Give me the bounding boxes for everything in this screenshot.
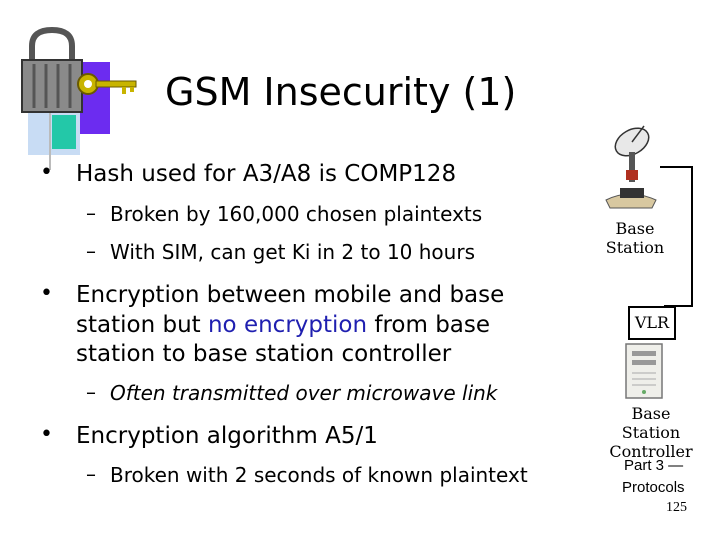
bullet-2-line-1: Encryption between mobile and base (76, 282, 505, 308)
bullet-2-text-pre: station but (76, 312, 208, 338)
highlight-no-encryption: no encryption (207, 312, 368, 338)
footer-part: Part 3 — (624, 457, 684, 474)
bullet-1-sub-2: With SIM, can get Ki in 2 to 10 hours (110, 240, 475, 264)
deco-vertical-line (49, 60, 51, 170)
bullet-dot: • (40, 422, 53, 447)
bullet-2-line-2: station but no encryption from base (76, 312, 490, 338)
bullet-dot: • (40, 160, 53, 185)
bsc-label: Base Station Controller (606, 404, 696, 461)
page-number: 125 (666, 500, 687, 515)
bsc-label-line-1: Base (631, 404, 671, 423)
bsc-label-line-2: Station (621, 423, 681, 442)
bsc-label-line-3: Controller (609, 442, 693, 461)
deco-square-teal (52, 115, 76, 149)
connector-lines (660, 166, 693, 307)
bullet-2-line-3: station to base station controller (76, 341, 452, 367)
slide-title: GSM Insecurity (1) (165, 70, 517, 114)
bullet-2-text-post: from base (367, 312, 491, 338)
sub-bullet-dash: – (86, 201, 96, 225)
satellite-dish-icon (605, 125, 657, 209)
bullet-dot: • (40, 281, 53, 306)
sub-bullet-dash: – (86, 462, 96, 486)
bullet-3-sub-1: Broken with 2 seconds of known plaintext (110, 463, 528, 487)
computer-tower-icon (625, 343, 663, 399)
bullet-1-text: Hash used for A3/A8 is COMP128 (76, 161, 457, 187)
base-station-label: Base Station (600, 219, 670, 257)
base-station-label-line-2: Station (605, 238, 665, 257)
base-station-label-line-1: Base (615, 219, 655, 238)
sub-bullet-dash: – (86, 380, 96, 404)
bullet-3-text: Encryption algorithm A5/1 (76, 423, 378, 449)
sub-bullet-dash: – (86, 239, 96, 263)
footer-protocols: Protocols (622, 479, 685, 496)
bullet-2-sub-1: Often transmitted over microwave link (110, 381, 498, 405)
bullet-1-sub-1: Broken by 160,000 chosen plaintexts (110, 202, 483, 226)
vlr-box: VLR (628, 306, 676, 340)
key-icon (77, 73, 137, 95)
